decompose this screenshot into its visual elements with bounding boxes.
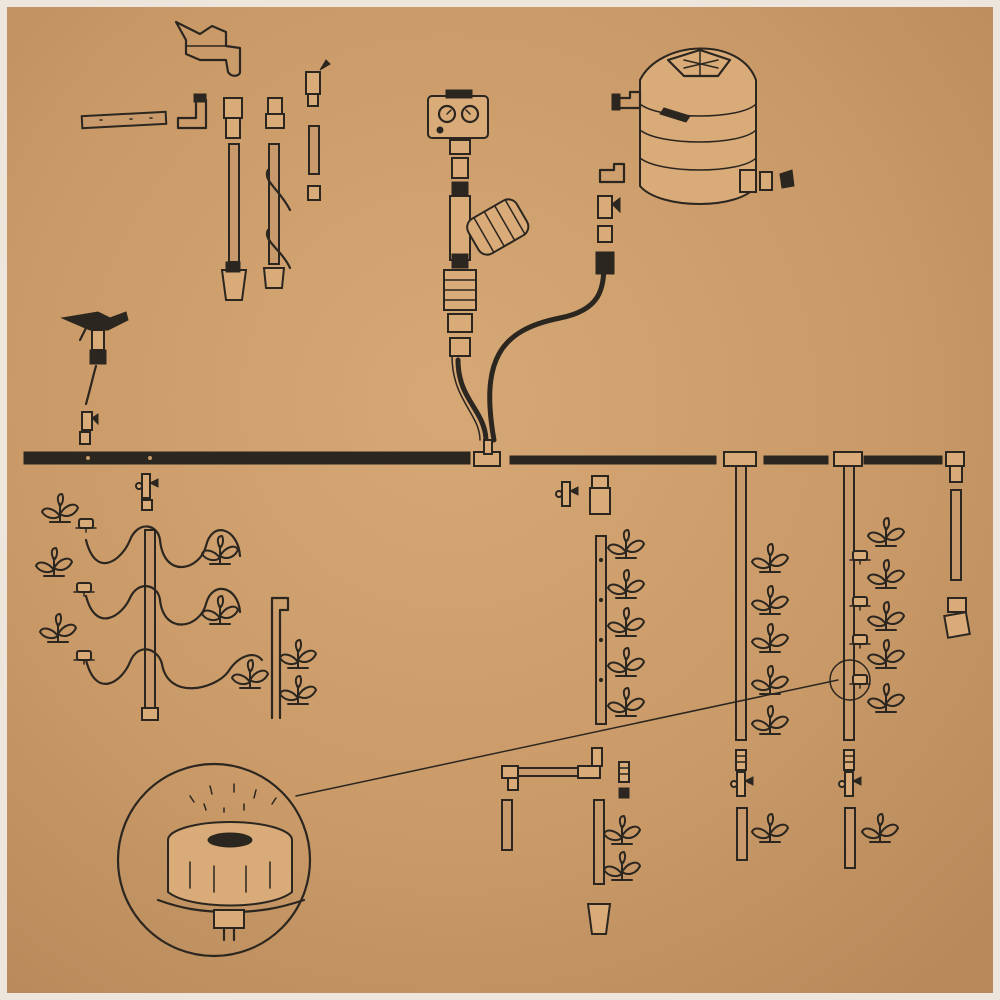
water-tank (639, 47, 795, 205)
elbow-adapter (176, 93, 208, 130)
drip-tape-section (80, 110, 168, 130)
emitter-detail-callout (116, 679, 839, 958)
impact-sprinkler (60, 311, 129, 445)
hose-adapter (443, 269, 477, 357)
tube-with-stakes (262, 97, 292, 289)
tee-assembly (501, 747, 641, 935)
garden-tap (174, 20, 242, 77)
branch-line-end (943, 465, 971, 639)
branch-line-left (35, 473, 317, 721)
mini-valve-tube (305, 59, 331, 201)
water-timer (427, 89, 489, 139)
main-supply-line (23, 439, 965, 467)
tank-outlet-fittings (595, 90, 642, 275)
branch-line-right-1 (730, 465, 789, 861)
supply-hoses (451, 259, 607, 443)
tube-with-fittings-1 (220, 97, 248, 301)
branch-line-right-2 (829, 465, 905, 869)
branch-line-center (555, 475, 645, 725)
disc-filter (449, 195, 530, 269)
emitter-closeup-icon (156, 783, 306, 942)
timer-to-filter-fittings (449, 139, 471, 197)
